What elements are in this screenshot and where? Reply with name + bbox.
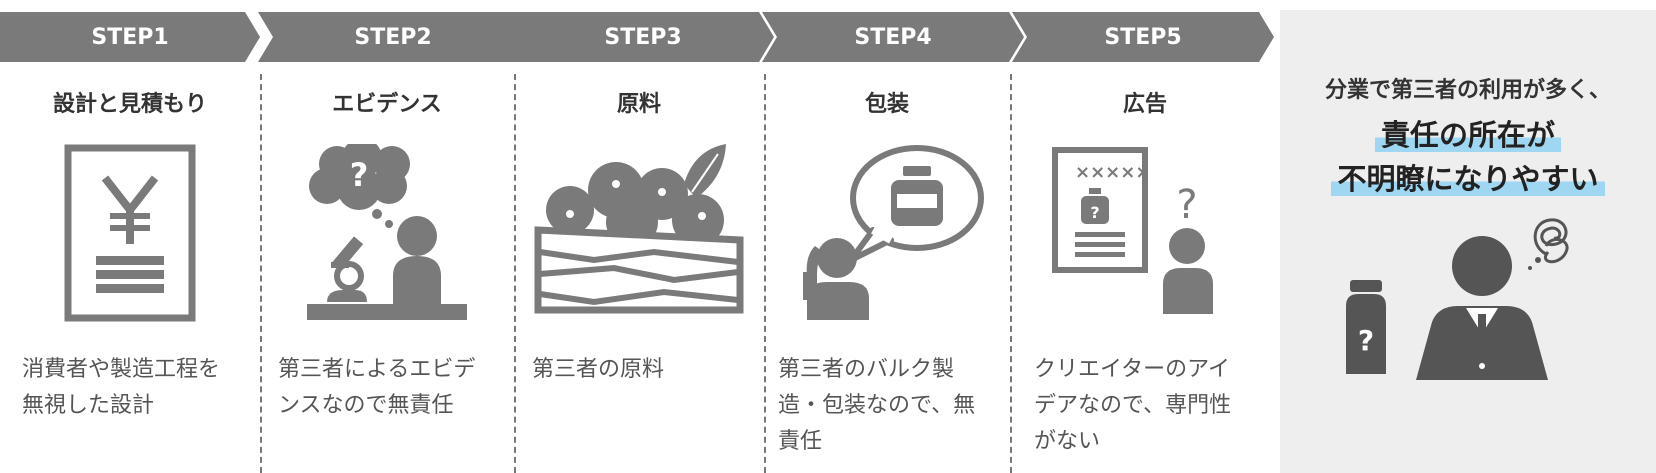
scientist-microscope-icon: ? <box>307 144 467 320</box>
svg-text:?: ? <box>350 156 369 194</box>
yen-document-icon <box>64 144 196 322</box>
step1-column: 設計と見積もり 消費者や製造工程を 無視した設計 <box>0 62 260 473</box>
separator-1 <box>260 74 262 473</box>
step2-title: エビデンス <box>332 92 442 117</box>
separator-3 <box>764 74 766 473</box>
step3-arrow: STEP3 <box>512 12 774 62</box>
step2-column: エビデンス ? 第三者によるエビデ ンスなので無責任 <box>260 62 514 473</box>
step5-label: STEP5 <box>1104 24 1182 50</box>
svg-text:?: ? <box>1176 182 1197 228</box>
step5-column: 広告 ××××× ? ? クリエイターのアイ デアなので、専門性 がない <box>1010 62 1280 473</box>
step1-arrow: STEP1 <box>0 12 260 62</box>
step1-description: 消費者や製造工程を 無視した設計 <box>22 357 221 418</box>
conclusion-panel: 分業で第三者の利用が多く、 責任の所在が 不明瞭になりやすい ? <box>1280 10 1656 473</box>
step3-description: 第三者の原料 <box>532 357 665 382</box>
step3-column: 原料 第三者の原料 <box>514 62 764 473</box>
confused-businessman-bottle-icon: ? <box>1346 218 1569 380</box>
step4-description: 第三者のバルク製 造・包装なので、無 責任 <box>778 357 976 454</box>
panel-line1: 分業で第三者の利用が多く、 <box>1324 78 1611 103</box>
panel-line3-text: 不明瞭になりやすい <box>1331 162 1605 196</box>
ad-document-person-icon: ××××× ? ? <box>1052 147 1213 314</box>
step4-label: STEP4 <box>854 24 932 50</box>
separator-4 <box>1010 74 1012 473</box>
separator-2 <box>514 74 516 473</box>
step2-description: 第三者によるエビデ ンスなので無責任 <box>278 357 476 418</box>
step1-title: 設計と見積もり <box>52 92 207 117</box>
step2-label: STEP2 <box>354 24 432 50</box>
step4-arrow: STEP4 <box>762 12 1024 62</box>
step2-arrow: STEP2 <box>258 12 528 62</box>
fruit-crate-icon <box>534 144 744 314</box>
panel-line3: 不明瞭になりやすい <box>1280 156 1656 198</box>
step3-title: 原料 <box>616 92 661 117</box>
ad-mark: ××××× <box>1075 162 1150 183</box>
step5-title: 広告 <box>1122 92 1167 117</box>
svg-text:?: ? <box>1090 203 1099 222</box>
step5-description: クリエイターのアイ デアなので、専門性 がない <box>1034 357 1232 454</box>
step1-label: STEP1 <box>91 24 169 50</box>
phone-call-bottle-icon <box>803 145 984 320</box>
step4-title: 包装 <box>864 92 909 117</box>
svg-text:?: ? <box>1358 324 1374 357</box>
step3-label: STEP3 <box>604 24 682 50</box>
panel-line2-text: 責任の所在が <box>1374 118 1561 152</box>
step4-column: 包装 第三者のバルク製 造・包装なので、無 責任 <box>764 62 1010 473</box>
panel-line2: 責任の所在が <box>1280 112 1656 154</box>
step5-arrow: STEP5 <box>1012 12 1274 62</box>
